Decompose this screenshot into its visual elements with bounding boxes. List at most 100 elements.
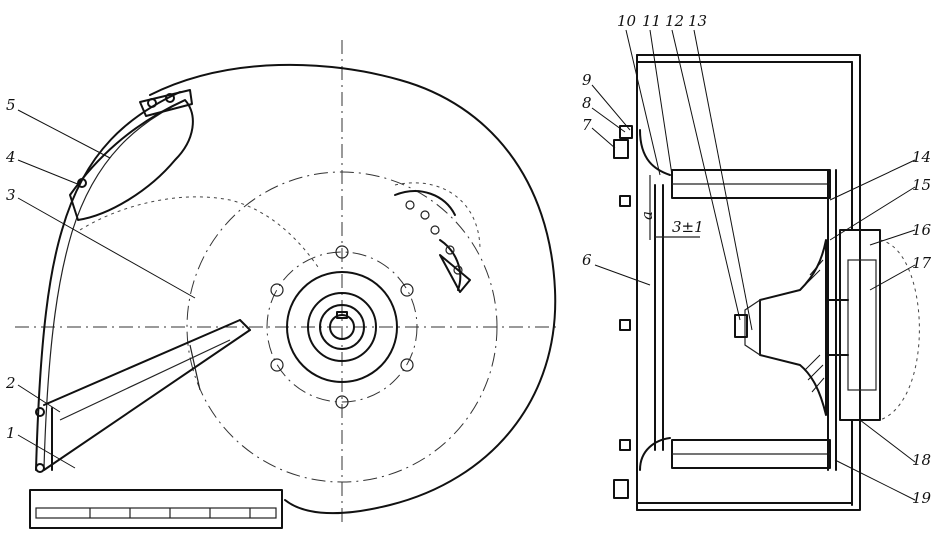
label-12: 12 [665,12,684,30]
label-17: 17 [912,254,932,272]
blade-segment [439,239,462,291]
leader-7 [591,127,616,149]
right-view-section: a 3±1 9 8 7 10 11 12 13 14 15 16 [582,12,932,511]
corner-bolt-icon [35,407,45,417]
top-bolt-icon [147,98,157,108]
blade-fixing-detail [394,190,471,293]
label-18: 18 [912,451,931,469]
impeller-disc-outline [186,171,498,483]
hub-bolt-hole-icon [400,358,414,372]
bolt-head-icon [619,439,631,451]
label-5: 5 [6,96,16,114]
hub-hatch-line [804,354,821,371]
hub-ring-inner [319,304,365,350]
leader-16 [869,229,916,246]
label-15: 15 [912,176,931,194]
blade-tip [439,254,471,293]
inlet-cover [69,99,194,221]
motor-flange-inner [847,259,877,391]
bolt-head-icon [619,195,631,207]
label-2: 2 [5,374,16,392]
leader-5 [17,109,111,159]
motor-outline [879,239,920,421]
flange-bolts [613,125,633,499]
label-16: 16 [912,221,932,239]
hub-section [759,239,827,416]
hub-bolt-hole-icon [335,395,349,409]
dimension-a-label: a [638,211,656,220]
leader-6 [594,264,651,286]
leader-11 [649,29,673,176]
base-fixing-marks [89,508,251,518]
shaft-key-icon [336,311,348,319]
blade-segment [394,190,456,216]
hub-hatch-line [809,259,824,276]
base-rail [35,507,277,519]
guide-plate-upper [43,319,241,406]
label-7: 7 [582,116,592,134]
bolt-head-icon [613,139,629,159]
bolt-head-icon [619,319,631,331]
top-bolt-icon [165,93,175,103]
leader-15 [829,186,916,241]
shaft-icon [329,314,355,340]
label-19: 19 [912,489,932,507]
rivet-icon [420,210,430,220]
leader-14 [829,159,916,201]
hub-hatching [804,259,825,393]
bolt-pitch-circle [266,251,418,403]
leader-17 [869,264,916,291]
label-3: 3 [6,186,16,204]
housing-left-wall-inner [43,99,187,469]
inlet-flange [639,129,671,176]
leader-10 [625,29,661,176]
corner-bolt-icon [35,463,45,473]
leader-9 [591,84,631,131]
base-frame [29,489,283,529]
leader-8 [591,107,626,133]
rivet-icon [445,245,455,255]
bolt-head-icon [619,125,633,139]
hub-bolt-holes [270,245,414,409]
leader-19 [834,459,916,501]
casing-outline [636,54,861,511]
label-13: 13 [688,12,707,30]
leader-13 [693,29,753,331]
hub-hatch-line [811,377,825,393]
label-8: 8 [582,94,592,112]
side-bolt-icon [77,178,87,188]
label-4: 4 [5,148,16,166]
bolt-head-icon [613,479,629,499]
hub-ring-mid [307,292,377,362]
housing-left-wall [35,91,181,471]
label-6: 6 [582,251,592,269]
hub-hatch-line [807,364,824,381]
dimension-clearance-label: 3±1 [672,218,704,236]
hub-bolt-hole-icon [400,283,414,297]
label-11: 11 [642,12,661,30]
leader-1 [17,434,76,469]
hub-ring-outer [286,271,398,383]
hub-taper [744,298,761,357]
guide-inner-line [189,344,201,391]
inspection-hatch-arc [394,182,481,251]
leader-3 [17,197,196,299]
right-view-leaders [591,29,916,501]
leader-18 [859,419,916,463]
hub-hatch-line [804,269,821,286]
label-9: 9 [582,71,592,89]
cutoff-tongue-curve [79,196,321,271]
label-1: 1 [6,424,16,442]
rivet-icon [453,265,463,275]
shaft-nut-icon [734,314,748,338]
rivet-icon [430,225,440,235]
top-flange [139,89,193,117]
volute-scroll-outline [149,63,557,515]
guide-plate-tip [239,319,251,331]
guide-plate-lower [43,329,251,471]
hub-bolt-hole-icon [335,245,349,259]
label-14: 14 [912,148,931,166]
inlet-flange-lower [639,437,671,471]
leader-4 [17,159,81,186]
